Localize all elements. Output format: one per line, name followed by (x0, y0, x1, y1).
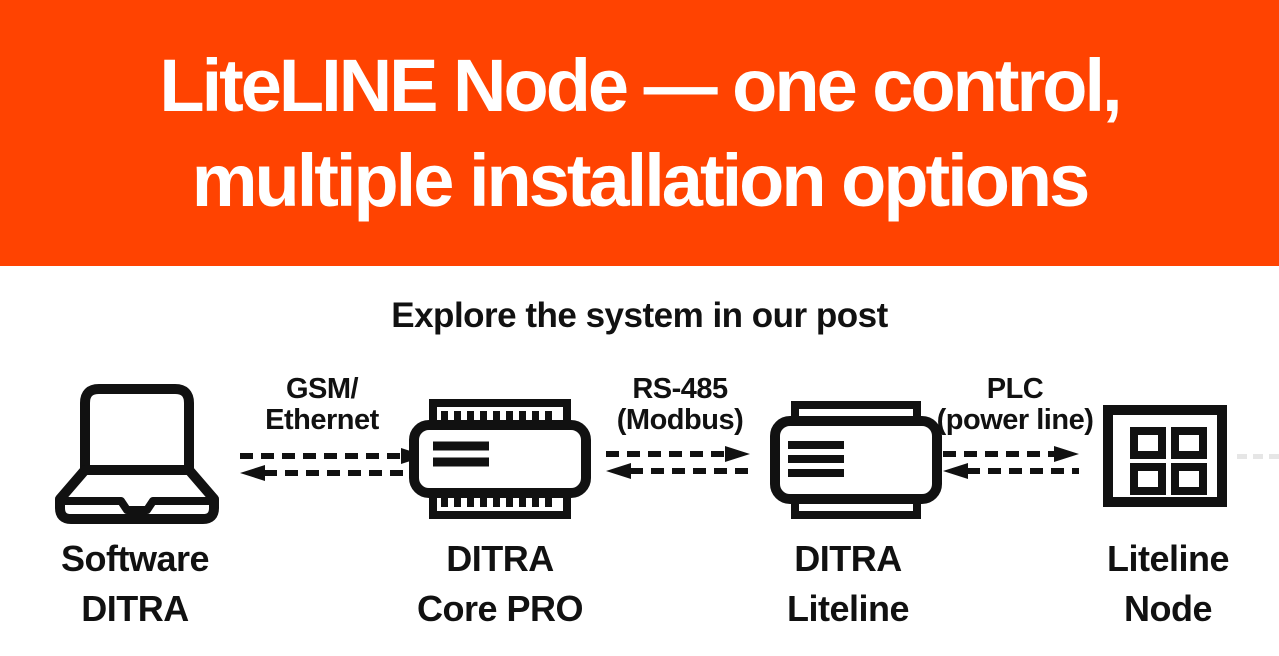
page-title-line-2: multiple installation options (191, 139, 1091, 222)
bidirectional-dashed-arrow-icon (943, 446, 1079, 479)
connection-label-gsm-ethernet: GSM/ Ethernet (212, 374, 432, 436)
device-label-line: Liteline (786, 588, 910, 629)
connection-label-line: Ethernet (265, 404, 379, 436)
node-grid-icon (1103, 405, 1227, 507)
connection-label-plc-power-line: PLC (power line) (905, 374, 1125, 436)
device-label-line: DITRA (81, 588, 189, 629)
device-label-line: Node (1124, 588, 1213, 629)
device-label-line: DITRA (794, 538, 902, 579)
bidirectional-dashed-arrow-icon (606, 446, 750, 479)
laptop-icon (55, 384, 219, 524)
device-label-line: DITRA (446, 538, 554, 579)
connection-label-line: RS-485 (632, 373, 728, 405)
controller-module-icon (770, 401, 942, 519)
connection-label-line: (power line) (936, 404, 1094, 436)
connection-label-line: (Modbus) (616, 404, 744, 436)
connection-label-rs485-modbus: RS-485 (Modbus) (570, 374, 790, 436)
bidirectional-dashed-arrow-icon (240, 448, 426, 481)
connection-label-line: GSM/ (285, 373, 359, 405)
device-label-liteline-node: Liteline Node (1048, 534, 1279, 634)
subtitle: Explore the system in our post (391, 296, 888, 335)
device-label-software-ditra: Software DITRA (15, 534, 255, 634)
device-label-line: Core PRO (416, 588, 584, 629)
device-label-line: Liteline (1106, 538, 1230, 579)
device-label-line: Software (60, 538, 210, 579)
din-rail-module-icon (409, 399, 591, 519)
device-label-ditra-liteline: DITRA Liteline (728, 534, 968, 634)
header-banner: LiteLINE Node — one control, multiple in… (0, 0, 1279, 266)
device-label-ditra-core-pro: DITRA Core PRO (380, 534, 620, 634)
page-title-line-1: LiteLINE Node — one control, (159, 44, 1122, 127)
connection-label-line: PLC (986, 373, 1044, 405)
edge-dashed-line (1237, 454, 1279, 459)
